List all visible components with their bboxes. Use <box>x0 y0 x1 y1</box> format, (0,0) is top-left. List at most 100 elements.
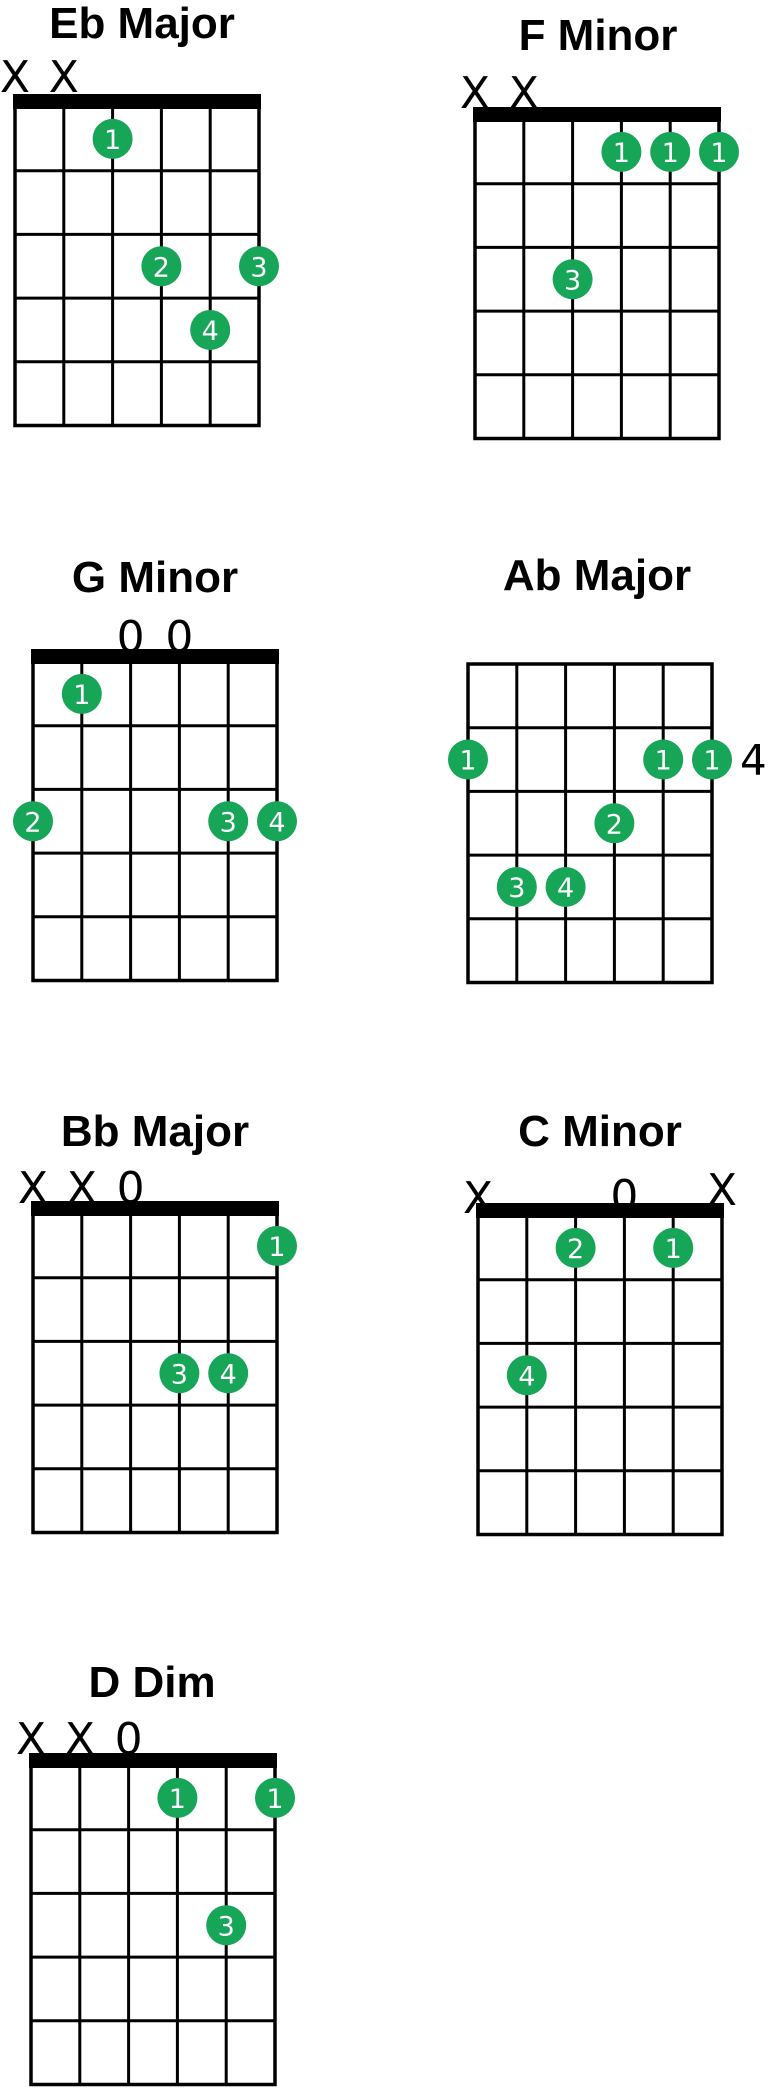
finger-dot: 1 <box>653 1227 694 1268</box>
chord-title: D Dim <box>88 1658 215 1707</box>
finger-dot-circle <box>255 1777 295 1818</box>
finger-dot: 1 <box>692 739 732 780</box>
finger-number: 1 <box>104 125 121 156</box>
chord-title: Bb Major <box>61 1107 249 1156</box>
finger-dot: 3 <box>208 801 249 842</box>
nut-bar <box>13 94 261 109</box>
open-string-marker: 0 <box>117 1163 145 1214</box>
finger-dot-circle <box>545 866 586 907</box>
finger-dot: 2 <box>555 1227 596 1268</box>
finger-dot: 1 <box>92 118 133 159</box>
finger-number: 2 <box>24 807 41 838</box>
muted-string-marker: X <box>0 52 30 103</box>
finger-number: 3 <box>564 265 581 296</box>
muted-string-marker: X <box>67 1163 97 1214</box>
finger-dot-circle <box>653 1227 694 1268</box>
finger-dot-circle <box>92 118 133 159</box>
finger-dot: 3 <box>552 259 593 300</box>
finger-number: 1 <box>73 680 90 711</box>
finger-dot-circle <box>601 131 642 172</box>
finger-dot-circle <box>496 866 537 907</box>
finger-dot: 1 <box>699 131 739 172</box>
finger-number: 1 <box>613 138 630 169</box>
finger-dot: 3 <box>206 1905 247 1946</box>
finger-number: 1 <box>710 138 727 169</box>
finger-number: 2 <box>567 1234 584 1265</box>
finger-number: 4 <box>518 1361 535 1392</box>
muted-string-marker: X <box>49 52 79 103</box>
finger-number: 4 <box>202 316 219 347</box>
finger-number: 1 <box>655 746 672 777</box>
finger-dot-circle <box>555 1227 596 1268</box>
finger-number: 1 <box>268 1232 285 1263</box>
finger-number: 3 <box>171 1359 188 1390</box>
finger-dot-circle <box>190 309 231 350</box>
finger-dot-circle <box>643 739 684 780</box>
muted-string-marker: X <box>18 1163 48 1214</box>
chord-title: F Minor <box>519 11 678 60</box>
chord-title: Eb Major <box>49 0 235 48</box>
open-string-marker: 0 <box>610 1171 638 1222</box>
muted-string-marker: X <box>460 68 490 119</box>
nut-bar <box>473 107 721 122</box>
finger-dot: 1 <box>448 739 488 780</box>
finger-dot-circle <box>552 259 593 300</box>
finger-number: 1 <box>662 138 679 169</box>
open-string-marker: 0 <box>115 1714 143 1765</box>
finger-dot: 1 <box>643 739 684 780</box>
finger-dot: 4 <box>208 1353 249 1394</box>
finger-number: 4 <box>268 807 285 838</box>
muted-string-marker: X <box>16 1714 46 1765</box>
nut-bar <box>29 1753 277 1768</box>
finger-dot: 1 <box>255 1777 295 1818</box>
finger-number: 1 <box>459 746 476 777</box>
finger-number: 3 <box>250 252 267 283</box>
muted-string-marker: X <box>707 1165 737 1216</box>
finger-dot-circle <box>594 803 635 844</box>
finger-dot: 3 <box>159 1353 200 1394</box>
finger-dot: 4 <box>257 801 297 842</box>
finger-dot-circle <box>208 1353 249 1394</box>
muted-string-marker: X <box>463 1173 493 1224</box>
muted-string-marker: X <box>509 68 539 119</box>
finger-dot: 4 <box>190 309 231 350</box>
finger-dot-circle <box>208 801 249 842</box>
finger-dot-circle <box>206 1905 247 1946</box>
finger-dot-circle <box>650 131 691 172</box>
finger-dot-circle <box>159 1353 200 1394</box>
finger-dot: 1 <box>601 131 642 172</box>
finger-dot-circle <box>61 673 102 714</box>
chord-title: Ab Major <box>503 551 691 600</box>
finger-number: 1 <box>703 746 720 777</box>
finger-number: 4 <box>220 1359 237 1390</box>
finger-number: 2 <box>606 809 623 840</box>
finger-dot-circle <box>239 246 279 287</box>
fret-number-label: 4 <box>740 736 767 785</box>
fretboard-outline <box>466 662 714 985</box>
open-string-marker: 0 <box>117 612 145 663</box>
finger-number: 1 <box>665 1234 682 1265</box>
finger-dot: 1 <box>61 673 102 714</box>
muted-string-marker: X <box>65 1714 95 1765</box>
finger-dot: 3 <box>239 246 279 287</box>
finger-dot-circle <box>257 801 297 842</box>
finger-dot: 2 <box>13 801 53 842</box>
finger-dot: 3 <box>496 866 537 907</box>
finger-number: 2 <box>153 252 170 283</box>
finger-number: 1 <box>266 1784 283 1815</box>
finger-dot-circle <box>257 1225 297 1266</box>
finger-dot: 1 <box>157 1777 198 1818</box>
finger-dot-circle <box>13 801 53 842</box>
nut-bar <box>31 1201 279 1216</box>
finger-dot: 4 <box>506 1355 547 1396</box>
chord-title: G Minor <box>72 553 238 602</box>
